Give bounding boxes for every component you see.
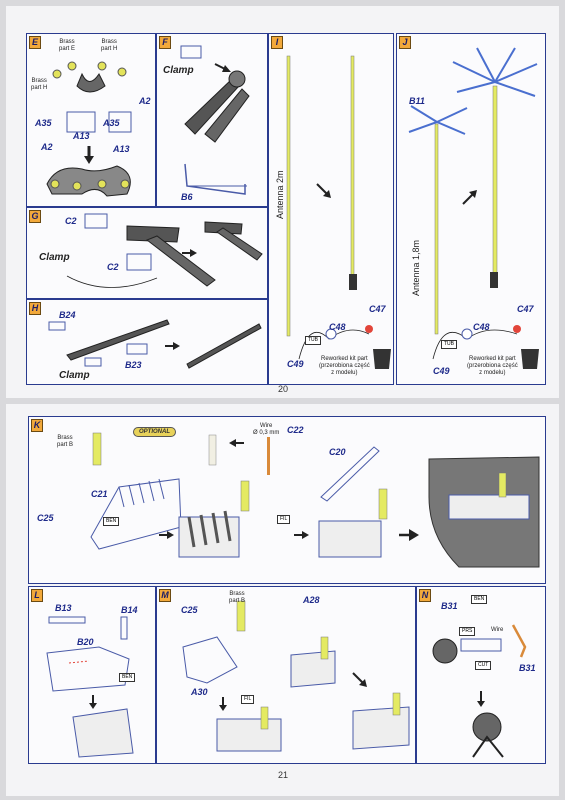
label-brass-part-b: Brass part B xyxy=(57,435,74,448)
panel-label: M xyxy=(159,589,171,602)
instruction-page-20: E Brass part E Brass part H Brass part H… xyxy=(6,6,559,398)
part-drawing xyxy=(182,600,410,752)
part-drawing xyxy=(180,45,250,195)
panel-label: F xyxy=(159,36,171,49)
label-b13: B13 xyxy=(55,603,72,613)
label-wire: Wire xyxy=(491,627,504,633)
label-c2-top: C2 xyxy=(65,216,77,226)
page-number: 21 xyxy=(278,770,289,780)
tag-prs: PRS xyxy=(459,627,476,636)
label-b6: B6 xyxy=(181,192,193,202)
label-b11: B11 xyxy=(409,96,425,106)
label-a13-right: A13 xyxy=(113,144,130,154)
panel-k: K Brass part B OPTIONAL Wire Ø 0,3 mm C2… xyxy=(28,416,546,584)
label-a13-left: A13 xyxy=(73,131,90,141)
part-drawing xyxy=(48,319,262,369)
label-c2-mid: C2 xyxy=(107,262,119,272)
label-clamp: Clamp xyxy=(163,65,194,76)
part-drawing xyxy=(46,61,132,197)
panel-l: L B13 B14 B20 BEN xyxy=(28,586,156,764)
label-brass-part-h-left: Brass part H xyxy=(31,78,48,91)
label-brass-part-h-top: Brass part H xyxy=(101,39,118,52)
label-c25: C25 xyxy=(37,513,54,523)
label-c22: C22 xyxy=(287,425,304,435)
panel-i: I Antenna 2m C47 C48 C49 TUB Reworked ki… xyxy=(268,33,394,385)
part-drawing xyxy=(432,624,527,758)
note-reworked-kit-part: Reworked kit part (przerobiona część z m… xyxy=(319,356,370,376)
panel-h: H B24 B23 Clamp xyxy=(26,299,268,385)
panel-e: E Brass part E Brass part H Brass part H… xyxy=(26,33,156,207)
label-c48: C48 xyxy=(329,322,346,332)
label-c47: C47 xyxy=(369,304,386,314)
panel-j: J B11 Antenna 1,8m C47 C48 C49 TUB Rewor… xyxy=(396,33,546,385)
tag-fil: FIL xyxy=(277,515,291,524)
label-c47: C47 xyxy=(517,304,534,314)
label-b24: B24 xyxy=(59,310,76,320)
panel-label: K xyxy=(31,419,43,432)
note-reworked-kit-part: Reworked kit part (przerobiona część z m… xyxy=(467,356,518,376)
label-antenna-1-8m: Antenna 1,8m xyxy=(411,239,421,296)
tag-fil: FIL xyxy=(241,695,255,704)
part-drawing xyxy=(66,213,263,288)
tag-tub: TUB xyxy=(441,340,457,349)
tag-ben: BEN xyxy=(119,673,136,682)
panel-m: M C25 Brass part B A28 A30 FIL xyxy=(156,586,416,764)
panel-g: G C2 C2 Clamp xyxy=(26,207,268,299)
label-b31-right: B31 xyxy=(519,663,536,673)
tag-tub: TUB xyxy=(305,336,321,345)
label-c48: C48 xyxy=(473,322,490,332)
label-a28: A28 xyxy=(303,595,320,605)
label-antenna-2m: Antenna 2m xyxy=(275,170,285,219)
part-drawing xyxy=(90,432,540,568)
label-b23: B23 xyxy=(125,360,142,370)
panel-label: L xyxy=(31,589,43,602)
part-drawing xyxy=(408,47,539,369)
panel-label: G xyxy=(29,210,41,223)
label-wire-diameter: Wire Ø 0,3 mm xyxy=(253,423,280,436)
tag-cut: CUT xyxy=(475,661,492,670)
label-clamp: Clamp xyxy=(39,252,70,263)
label-b20: B20 xyxy=(77,637,94,647)
label-brass-part-b: Brass part B xyxy=(229,591,246,604)
label-c49: C49 xyxy=(287,359,304,369)
label-b14: B14 xyxy=(121,605,138,615)
label-c25: C25 xyxy=(181,605,198,615)
panel-label: N xyxy=(419,589,431,602)
panel-label: H xyxy=(29,302,41,315)
part-drawing xyxy=(46,616,134,758)
label-brass-part-e: Brass part E xyxy=(59,39,76,52)
label-a2-left: A2 xyxy=(41,142,53,152)
badge-optional: OPTIONAL xyxy=(133,427,176,437)
part-drawing xyxy=(286,55,391,369)
label-a35-left: A35 xyxy=(35,118,52,128)
panel-label: J xyxy=(399,36,411,49)
panel-f: F Clamp B6 xyxy=(156,33,268,207)
label-c20: C20 xyxy=(329,447,346,457)
label-c49: C49 xyxy=(433,366,450,376)
label-a2-right: A2 xyxy=(139,96,151,106)
panel-n: N B31 BEN PRS Wire CUT B31 xyxy=(416,586,546,764)
panel-label: I xyxy=(271,36,283,49)
label-a30: A30 xyxy=(191,687,208,697)
instruction-page-21: K Brass part B OPTIONAL Wire Ø 0,3 mm C2… xyxy=(6,404,559,796)
tag-ben: BEN xyxy=(103,517,120,526)
label-clamp: Clamp xyxy=(59,370,90,381)
label-a35-right: A35 xyxy=(103,118,120,128)
label-c21: C21 xyxy=(91,489,108,499)
label-b31-top: B31 xyxy=(441,601,458,611)
panel-label: E xyxy=(29,36,41,49)
page-number: 20 xyxy=(278,384,289,394)
tag-ben: BEN xyxy=(471,595,488,604)
